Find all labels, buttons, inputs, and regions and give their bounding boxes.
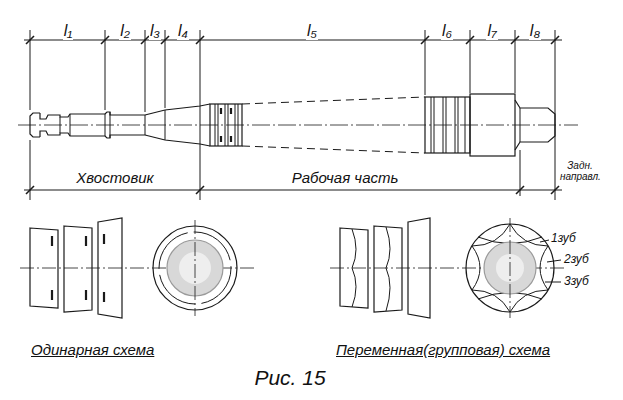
extension-lines (30, 30, 555, 200)
dimension-label: l₆ (441, 22, 453, 40)
last-teeth (425, 97, 470, 153)
dimension-label: l₁ (63, 22, 74, 40)
axis-line (195, 220, 196, 316)
hidden-outline (242, 97, 425, 104)
axis-line (510, 218, 511, 318)
section-label: Рабочая часть (291, 170, 400, 187)
leader-lines (540, 240, 561, 282)
section-label: Задн. направл. (559, 160, 601, 182)
first-teeth (210, 104, 242, 146)
tooth-profile (64, 226, 92, 312)
shank-steps (60, 110, 165, 140)
broach-shank (30, 104, 210, 146)
dimension-line (24, 189, 562, 190)
tooth-profile (408, 218, 430, 318)
tooth-profile (374, 226, 402, 312)
chip-grooves (52, 234, 104, 302)
group-notches (352, 227, 390, 311)
tooth-label: 1зуб (550, 232, 577, 245)
dimension-label: l₂ (119, 22, 131, 40)
hidden-outline (242, 146, 425, 153)
axis-line (18, 125, 578, 126)
dimension-label: l₇ (486, 22, 497, 40)
extension-line (520, 150, 521, 196)
tooth-label: 3зуб (563, 275, 590, 288)
rear-guide-step (520, 108, 521, 142)
dimension-chain (24, 30, 562, 200)
rear-guide (515, 100, 555, 150)
shank-outline (40, 131, 210, 146)
tooth-label: 2зуб (563, 253, 590, 266)
scheme-caption: Переменная(групповая) схема (335, 342, 551, 359)
single-scheme-side-view (20, 218, 255, 318)
scheme-caption: Одинарная схема (30, 342, 155, 359)
tooth-profile (30, 228, 58, 308)
figure-caption: Рис. 15 (253, 366, 326, 389)
dimension-ticks (26, 186, 559, 194)
group-scheme-side-view (330, 218, 565, 318)
dimension-ticks (26, 36, 559, 44)
chip-grooves (221, 108, 231, 142)
dimension-label: l₃ (149, 22, 161, 40)
section-label: Хвостовик (75, 170, 154, 187)
dimension-label: l₅ (306, 22, 318, 40)
tooth-profile (340, 228, 368, 308)
tooth-lines (215, 104, 238, 146)
broach-working-part (210, 94, 555, 156)
shank-outline (40, 104, 210, 119)
dimension-label: l₈ (529, 22, 541, 40)
tooth-profile (98, 218, 122, 318)
shank-end (30, 113, 40, 137)
tooth-lines (431, 97, 465, 153)
dimension-label: l₄ (177, 22, 189, 40)
calibrating-part (470, 94, 515, 156)
